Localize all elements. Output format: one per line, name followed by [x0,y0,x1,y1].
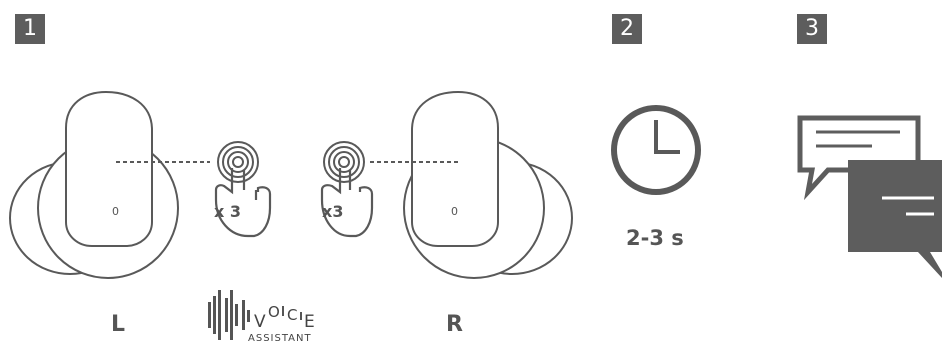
right-earbud-label: R [446,312,463,337]
right-tap-count: x3 [322,202,344,221]
step-badge-3: 3 [797,14,827,44]
step-badge-2: 2 [612,14,642,44]
voice-assistant-letter-c: C [287,306,298,324]
left-tap-icon [214,141,272,238]
right-earbud-illustration [403,90,573,279]
voice-assistant-subtitle: ASSISTANT [248,333,312,344]
voice-assistant-letter-e: E [304,312,315,332]
clock-icon [611,105,701,195]
voice-assistant-letter-v: V [254,312,266,332]
step-badge-1: 1 [15,14,45,44]
left-tap-count: x 3 [214,202,242,221]
chat-bubbles-icon [797,115,942,278]
left-earbud-mark: 0 [112,205,119,218]
voice-assistant-letter-o: O [268,303,280,321]
right-earbud-mark: 0 [451,205,458,218]
right-tap-icon [320,141,374,238]
left-earbud-illustration [9,90,179,279]
timer-duration-text: 2-3 s [626,226,684,250]
left-earbud-label: L [111,312,126,337]
voice-assistant-wave-icon [208,290,250,340]
